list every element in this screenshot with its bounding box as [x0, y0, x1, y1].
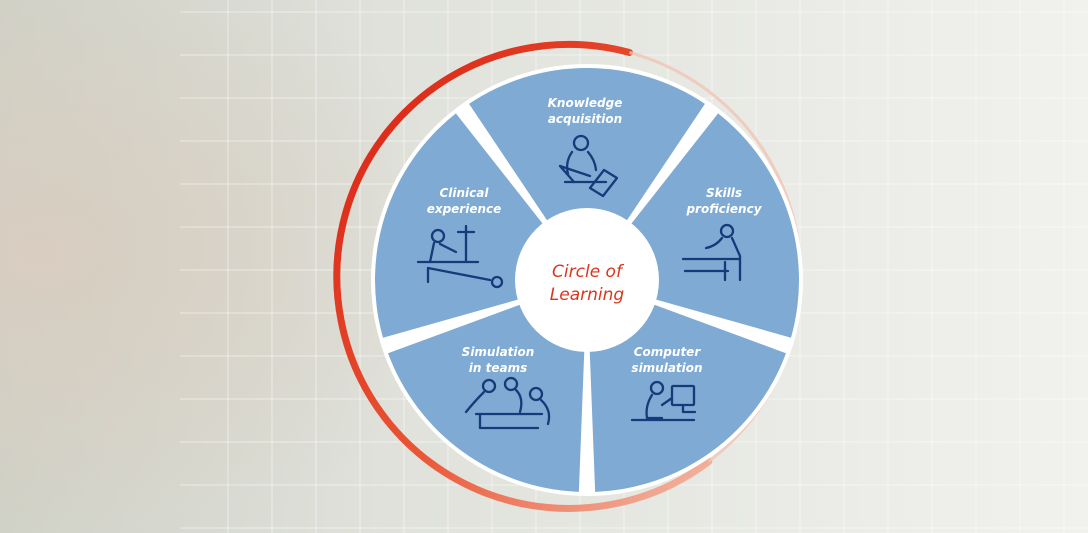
segment-label-knowledge-line2: acquisition — [548, 112, 622, 126]
wheel-segment-4 — [388, 280, 587, 492]
segment-label-teams-line2: in teams — [469, 361, 527, 375]
progress-ring-arc — [333, 40, 713, 512]
bedside-patient-icon — [416, 224, 504, 289]
segment-label-skills-line1: Skills — [706, 186, 742, 200]
segment-label-computer-line1: Computer — [634, 345, 702, 359]
study-desk-icon — [558, 134, 619, 198]
segment-label-knowledge-line1: Knowledge — [548, 96, 623, 110]
segment-label-skills-line2: proficiency — [685, 202, 762, 216]
segment-label-clinical-line1: Clinical — [439, 186, 489, 200]
center-label-line2: Learning — [550, 285, 625, 305]
segment-label-teams-line1: Simulation — [462, 345, 535, 359]
center-label-line1: Circle of — [552, 262, 625, 282]
computer-user-icon — [630, 380, 697, 422]
center-hub — [515, 208, 659, 352]
segment-label-clinical-line2: experience — [427, 202, 502, 216]
skills-practice-icon — [681, 223, 742, 282]
segment-label-computer-line2: simulation — [631, 361, 702, 375]
team-simulation-icon — [464, 376, 551, 430]
